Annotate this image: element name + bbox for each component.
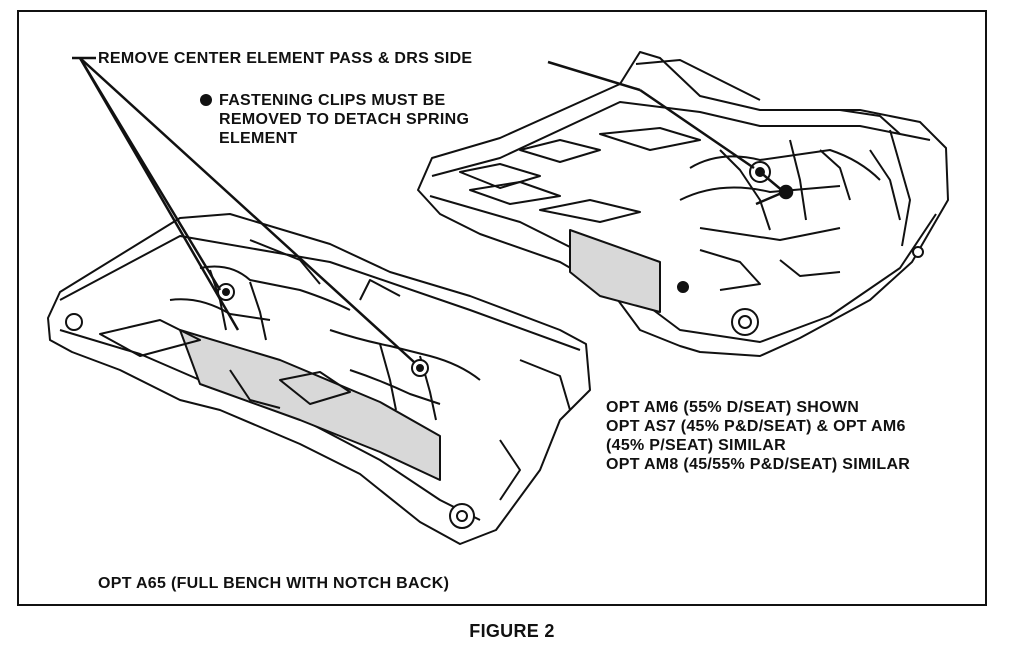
figure-title: FIGURE 2 <box>469 621 555 641</box>
clip-indicator <box>755 171 794 206</box>
clips-line-2: REMOVED TO DETACH SPRING <box>219 111 470 128</box>
split-seat-frame <box>417 51 949 357</box>
option-note: OPT AS7 (45% P&D/SEAT) & OPT AM6 <box>606 418 906 435</box>
bench-option-label: OPT A65 (FULL BENCH WITH NOTCH BACK) <box>98 575 450 592</box>
remove-center-element-callout: REMOVE CENTER ELEMENT PASS & DRS SIDE <box>98 50 473 67</box>
option-note: (45% P/SEAT) SIMILAR <box>606 437 786 454</box>
figure-frame <box>17 10 987 606</box>
fastening-clips-callout: FASTENING CLIPS MUST BE REMOVED TO DETAC… <box>200 91 469 148</box>
clips-line-1: FASTENING CLIPS MUST BE <box>219 92 446 109</box>
option-notes: OPT AM6 (55% D/SEAT) SHOWN OPT AS7 (45% … <box>606 398 910 474</box>
bench-seat-frame <box>47 213 591 545</box>
option-note: OPT AM6 (55% D/SEAT) SHOWN <box>606 399 860 416</box>
option-note: OPT AM8 (45/55% P&D/SEAT) SIMILAR <box>606 456 911 473</box>
leader-lines <box>72 56 755 363</box>
clips-line-3: ELEMENT <box>219 130 298 147</box>
bullet-icon <box>200 94 212 106</box>
